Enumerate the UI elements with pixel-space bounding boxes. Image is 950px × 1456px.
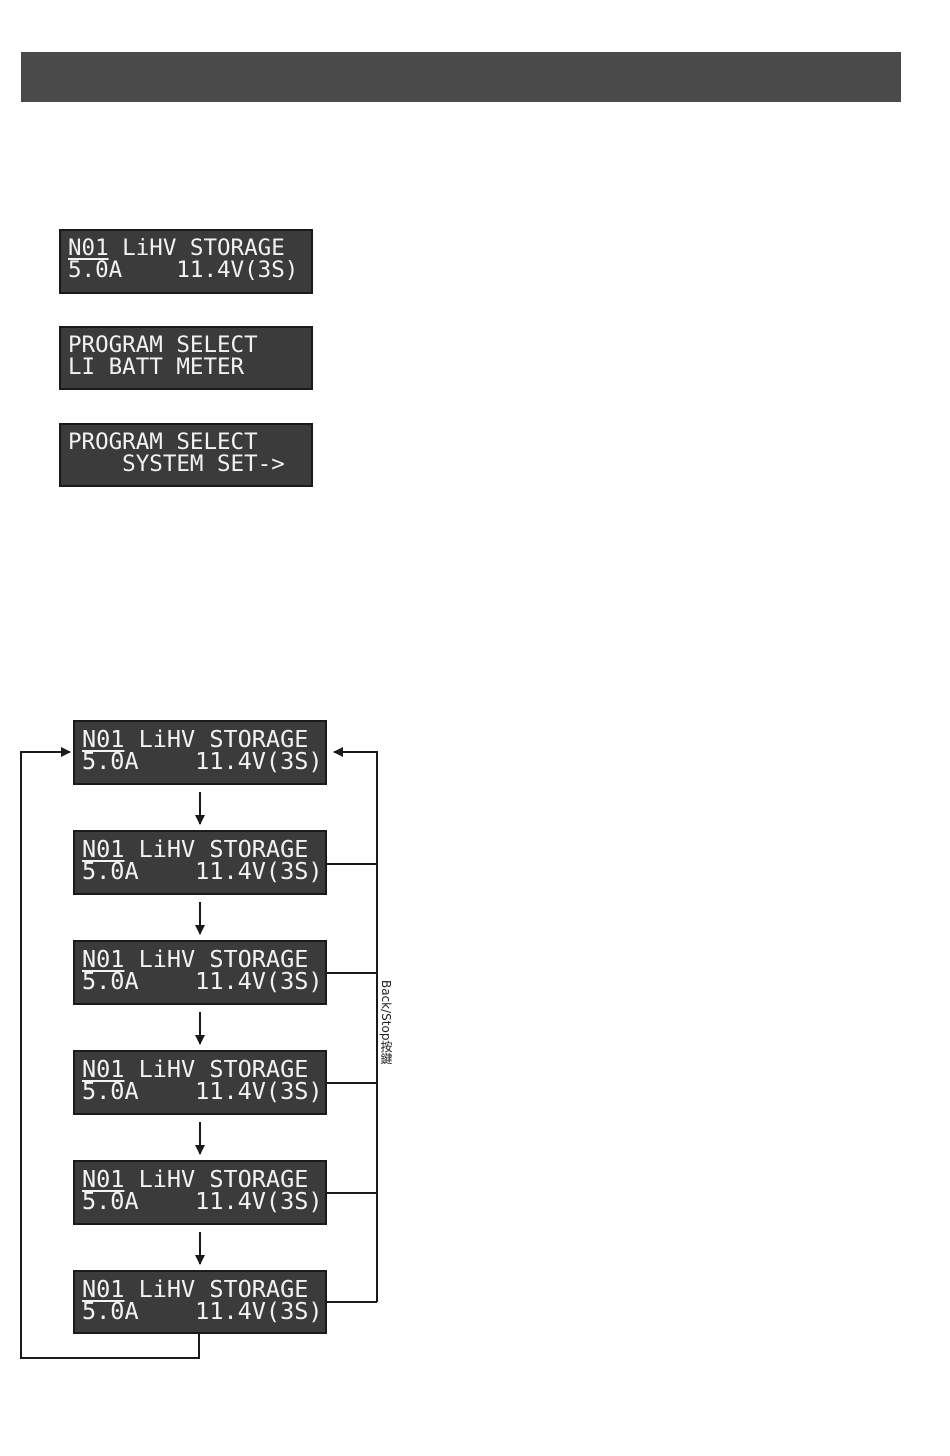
flow-screen-4: N01 LiHV STORAGE 5.0A 11.4V(3S) [73,1050,327,1115]
lcd-screen-batt-meter: PROGRAM SELECT LI BATT METER [59,326,313,390]
lcd-line-1: N01 LiHV STORAGE [82,725,309,753]
lcd-screen-system-set: PROGRAM SELECT SYSTEM SET-> [59,423,313,487]
lcd-line-1: N01 LiHV STORAGE [82,945,309,973]
flow-screen-6: N01 LiHV STORAGE 5.0A 11.4V(3S) [73,1270,327,1334]
lcd-line-2: 5.0A 11.4V(3S) [82,967,323,995]
back-stop-label: Back/Stop按鍵 [379,980,393,1065]
lcd-line-1: N01 LiHV STORAGE [82,1165,309,1193]
section-header-bar [21,52,901,102]
lcd-screen-storage: N01 LiHV STORAGE 5.0A 11.4V(3S) [59,229,313,294]
back-stop-line [333,747,378,1302]
lcd-line-1: N01 LiHV STORAGE [82,835,309,863]
lcd-line-2: 5.0A 11.4V(3S) [68,257,299,283]
loop-back-left [20,747,200,1359]
lcd-line-2: SYSTEM SET-> [68,451,285,477]
lcd-line-1: N01 LiHV STORAGE [82,1055,309,1083]
lcd-line-2: LI BATT METER [68,354,245,380]
lcd-line-2: 5.0A 11.4V(3S) [82,1187,323,1215]
flow-screen-5: N01 LiHV STORAGE 5.0A 11.4V(3S) [73,1160,327,1225]
lcd-line-1: PROGRAM SELECT [68,332,258,358]
flow-screen-2: N01 LiHV STORAGE 5.0A 11.4V(3S) [73,830,327,895]
lcd-line-1: N01 LiHV STORAGE [82,1275,309,1303]
flow-screen-1: N01 LiHV STORAGE 5.0A 11.4V(3S) [73,720,327,785]
lcd-line-2: 5.0A 11.4V(3S) [82,747,323,775]
flow-screen-3: N01 LiHV STORAGE 5.0A 11.4V(3S) [73,940,327,1005]
lcd-line-2: 5.0A 11.4V(3S) [82,857,323,885]
lcd-line-2: 5.0A 11.4V(3S) [82,1297,323,1325]
lcd-line-2: 5.0A 11.4V(3S) [82,1077,323,1105]
lcd-line-1: PROGRAM SELECT [68,429,258,455]
lcd-line-1: N01 LiHV STORAGE [68,235,285,261]
